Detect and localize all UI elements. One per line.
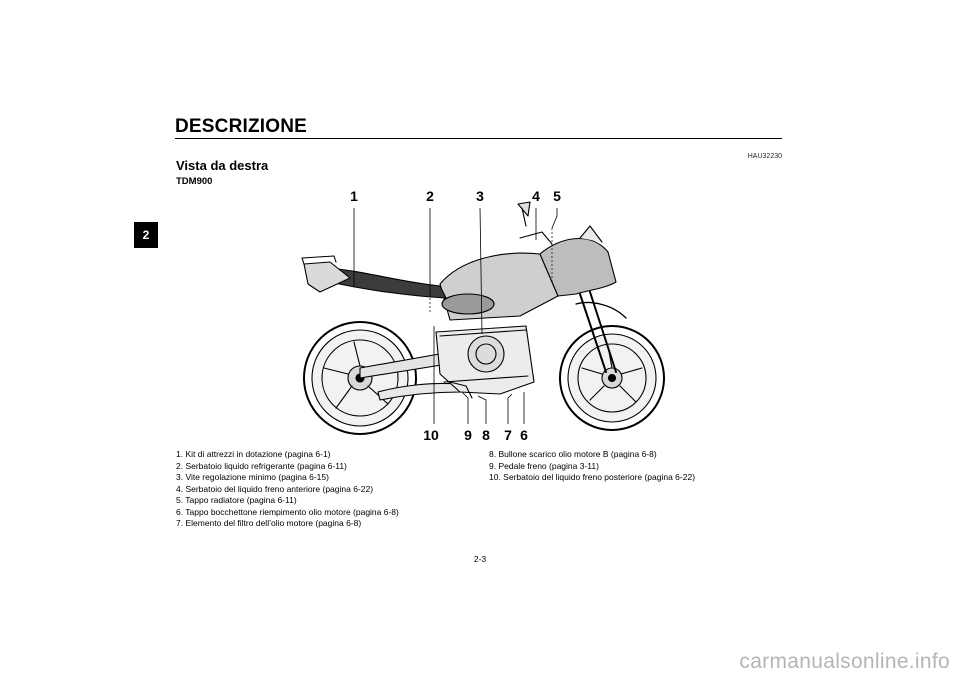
legend-item: 2. Serbatoio liquido refrigerante (pagin… <box>176 460 347 471</box>
legend-item: 3. Vite regolazione minimo (pagina 6-15) <box>176 472 329 482</box>
page-title: DESCRIZIONE <box>175 116 308 137</box>
legend-item: 10. Serbatoio del liquido freno posterio… <box>489 472 696 482</box>
legend-left-column: 1. Kit di attrezzi in dotazione (pagina … <box>176 449 399 530</box>
legend-item: 6. Tappo bocchettone riempimento olio mo… <box>176 506 399 517</box>
legend-right-column: 8. Bullone scarico olio motore B (pagina… <box>489 449 695 484</box>
section-heading: Vista da destra <box>176 158 269 173</box>
legend-item: 5. Tappo radiatore (pagina 6-11) <box>176 495 297 505</box>
legend-item: 8. Bullone scarico olio motore B (pagina… <box>489 449 657 459</box>
motorcycle-illustration: 1 2 3 4 5 6 7 8 9 10 <box>301 188 665 443</box>
callout-3: 3 <box>476 188 484 204</box>
legend-item: 7. Elemento del filtro dell’olio motore … <box>176 518 362 528</box>
callout-10: 10 <box>423 427 439 443</box>
watermark-text: carmanualsonline.info <box>739 650 950 673</box>
callout-7: 7 <box>504 427 512 443</box>
page-number: 2-3 <box>473 554 487 564</box>
model-label: TDM900 <box>176 176 213 187</box>
callout-9: 9 <box>464 427 472 443</box>
callout-8: 8 <box>482 427 490 443</box>
callout-5: 5 <box>553 188 561 204</box>
callout-1: 1 <box>350 188 358 204</box>
title-divider <box>175 138 782 139</box>
callout-4: 4 <box>532 188 540 204</box>
callout-2: 2 <box>426 188 434 204</box>
reference-code: HAU32230 <box>747 153 782 160</box>
legend-item: 1. Kit di attrezzi in dotazione (pagina … <box>176 449 331 459</box>
front-wheel <box>559 325 665 431</box>
chapter-tab: 2 <box>134 222 158 248</box>
callout-6: 6 <box>520 427 528 443</box>
legend-item: 4. Serbatoio del liquido freno anteriore… <box>176 483 374 494</box>
legend-item: 9. Pedale freno (pagina 3-11) <box>489 460 599 471</box>
